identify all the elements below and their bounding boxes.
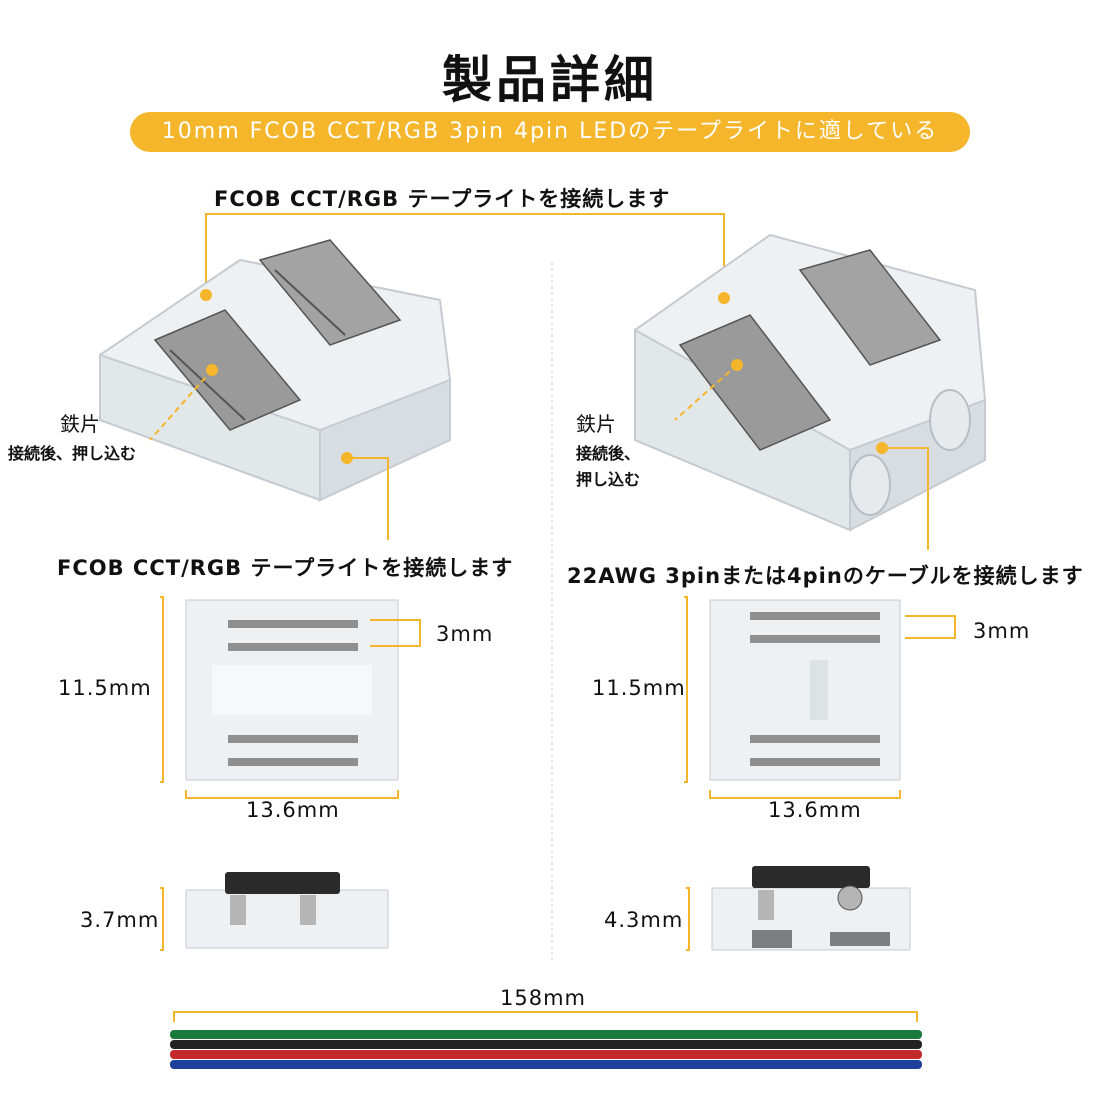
top-caption: FCOB CCT/RGB テープライトを接続します (214, 187, 671, 211)
compatibility-banner: 10mm FCOB CCT/RGB 3pin 4pin LEDのテープライトに適… (130, 112, 970, 152)
right-connector-image (634, 233, 987, 532)
top-bracket-line (205, 213, 725, 298)
right-height-dimension: 11.5mm (592, 676, 686, 700)
right-width-dimension: 13.6mm (768, 798, 862, 822)
right-caption: 22AWG 3pinまたは4pinのケーブルを接続します (567, 564, 1084, 588)
left-callout-label: 鉄片 (60, 412, 100, 436)
left-pitch-dimension: 3mm (436, 622, 494, 646)
right-callout-note-2: 押し込む (576, 470, 641, 489)
cable-wires (170, 1030, 922, 1069)
left-height-dimension: 11.5mm (58, 676, 152, 700)
left-callout-note: 接続後、押し込む (8, 444, 137, 463)
left-callout-dot-top (200, 289, 212, 301)
cable-wire (170, 1050, 922, 1059)
left-caption: FCOB CCT/RGB テープライトを接続します (57, 556, 514, 580)
right-callout-dot-top (718, 292, 730, 304)
left-top-view (185, 599, 399, 781)
right-side-view (711, 866, 911, 951)
cable-wire (170, 1030, 922, 1039)
right-thickness-dimension: 4.3mm (604, 908, 684, 932)
left-side-view (185, 872, 389, 949)
right-top-view (709, 599, 901, 781)
left-width-dimension: 13.6mm (246, 798, 340, 822)
cable-length-dimension: 158mm (500, 986, 586, 1010)
page-title: 製品詳細 (442, 51, 658, 109)
cable-wire (170, 1060, 922, 1069)
left-connector-image (99, 239, 452, 502)
left-thickness-dimension: 3.7mm (80, 908, 160, 932)
right-callout-note-1: 接続後、 (576, 444, 641, 463)
right-callout-label: 鉄片 (576, 412, 616, 436)
right-pitch-dimension: 3mm (973, 619, 1031, 643)
cable-wire (170, 1040, 922, 1049)
